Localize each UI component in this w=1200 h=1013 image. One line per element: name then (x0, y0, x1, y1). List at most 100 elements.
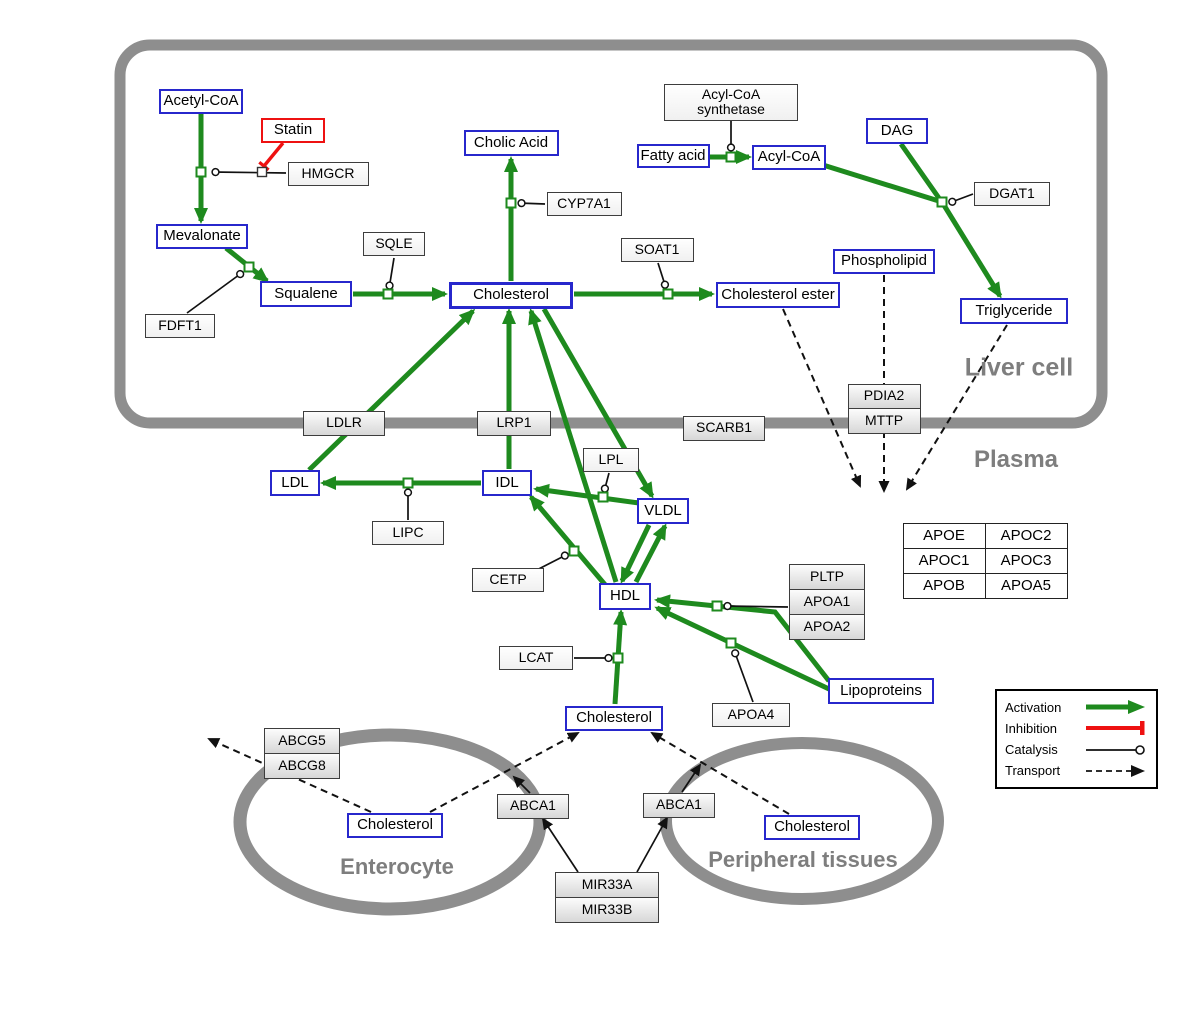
reaction-node (725, 151, 737, 163)
node-cholesterol-enterocyte[interactable]: Cholesterol (347, 812, 443, 838)
node-acyl-coa-2[interactable]: Acyl-CoA (752, 144, 826, 170)
edge-cholesterol-ester-secretion (782, 308, 862, 488)
edge-apoa4-catalysis (731, 649, 754, 703)
edge-acyl-coa-to-dgat-junction (822, 162, 943, 205)
node-ldlr[interactable]: LDLR (303, 410, 385, 436)
node-phospholipid[interactable]: Phospholipid (833, 248, 935, 274)
node-idl[interactable]: IDL (482, 470, 532, 496)
edge-lipoproteins-to-hdl-upper (654, 594, 831, 683)
node-mir33a[interactable]: MIR33A (555, 872, 659, 898)
edge-dgat1-catalysis (948, 193, 974, 206)
node-apob[interactable]: APOB (902, 573, 986, 599)
legend-row-inhibition: Inhibition (1005, 719, 1148, 737)
node-apoc2[interactable]: APOC2 (984, 523, 1068, 549)
node-cholic-acid[interactable]: Cholic Acid (463, 130, 559, 156)
reaction-node (382, 288, 394, 300)
node-lcat[interactable]: LCAT (499, 646, 573, 670)
liver-cell-label: Liver cell (964, 353, 1074, 382)
node-abcg8[interactable]: ABCG8 (264, 753, 340, 779)
node-ldl[interactable]: LDL (270, 470, 320, 496)
reaction-node (195, 166, 207, 178)
node-cholesterol-plasma[interactable]: Cholesterol (565, 705, 663, 731)
node-abcg5[interactable]: ABCG5 (264, 728, 340, 754)
node-hmgcr[interactable]: HMGCR (287, 162, 369, 186)
node-mir33b[interactable]: MIR33B (555, 897, 659, 923)
edge-hmgcr-catalysis (211, 167, 287, 177)
transport-dashed-arrow-icon (1086, 764, 1145, 777)
reaction-node (662, 288, 674, 300)
reaction-node (243, 261, 255, 273)
node-dag[interactable]: DAG (866, 118, 928, 144)
edge-triglyceride-secretion (905, 324, 1008, 491)
legend-label-transport: Transport (1005, 763, 1061, 779)
node-lipoproteins[interactable]: Lipoproteins (828, 678, 934, 704)
node-vldl[interactable]: VLDL (637, 498, 689, 524)
node-acetyl-coa[interactable]: Acetyl-CoA (159, 88, 243, 114)
reaction-node (612, 652, 624, 664)
edge-vldl-to-hdl (619, 523, 652, 584)
reaction-node (725, 637, 737, 649)
node-lipc[interactable]: LIPC (372, 521, 444, 545)
node-cyp7a1[interactable]: CYP7A1 (546, 192, 622, 216)
inhibition-tbar-icon (1086, 721, 1145, 736)
edge-soat1-catalysis (657, 262, 670, 289)
node-apoa2[interactable]: APOA2 (789, 614, 865, 640)
node-soat1[interactable]: SOAT1 (620, 238, 694, 262)
node-apoc1[interactable]: APOC1 (902, 548, 986, 574)
reaction-node (402, 477, 414, 489)
edge-enterocyte-cholesterol-to-plasma (429, 732, 580, 813)
edge-vldl-to-idl (533, 483, 640, 506)
enterocyte-label: Enterocyte (340, 854, 454, 879)
legend-row-activation: Activation (1005, 698, 1148, 716)
node-dgat1[interactable]: DGAT1 (974, 182, 1050, 206)
edge-dgat-junction-to-triglyceride (939, 200, 1003, 299)
node-mttp[interactable]: MTTP (847, 408, 921, 434)
node-acyl-coa-synthetase[interactable]: Acyl-CoA synthetase (664, 83, 798, 121)
node-pltp[interactable]: PLTP (789, 564, 865, 590)
activation-arrow-icon (1086, 700, 1145, 714)
node-abca1-right[interactable]: ABCA1 (643, 792, 715, 818)
node-statin[interactable]: Statin (261, 117, 325, 143)
node-squalene[interactable]: Squalene (260, 281, 352, 307)
node-fdft1[interactable]: FDFT1 (145, 314, 215, 338)
node-apoa5[interactable]: APOA5 (984, 573, 1068, 599)
edge-mir33-to-abca1-left (541, 817, 579, 873)
node-abca1-left[interactable]: ABCA1 (497, 793, 569, 819)
reaction-node (936, 196, 948, 208)
node-apoa4[interactable]: APOA4 (712, 703, 790, 727)
legend-row-transport: Transport (1005, 762, 1148, 780)
edge-lipoproteins-to-hdl-lower (654, 605, 831, 692)
legend-label-catalysis: Catalysis (1005, 742, 1058, 758)
node-cholesterol-peripheral[interactable]: Cholesterol (764, 814, 860, 840)
edge-abca1-left-arrow (512, 775, 531, 794)
node-cetp[interactable]: CETP (472, 568, 544, 592)
edge-hdl-to-idl-cetp (529, 494, 609, 589)
node-fatty-acid[interactable]: Fatty acid (636, 144, 710, 168)
legend-row-catalysis: Catalysis (1005, 741, 1148, 759)
node-hdl[interactable]: HDL (599, 582, 651, 610)
node-cholesterol-ester[interactable]: Cholesterol ester (716, 282, 840, 308)
edge-peripheral-cholesterol-to-plasma (650, 731, 790, 815)
legend-label-inhibition: Inhibition (1005, 720, 1058, 736)
catalysis-circle-icon (1086, 744, 1145, 755)
node-triglyceride[interactable]: Triglyceride (960, 298, 1068, 324)
junction-square (256, 166, 268, 178)
peripheral-tissues-label: Peripheral tissues (708, 847, 898, 872)
edge-cyp7a1-catalysis (517, 198, 546, 208)
edge-pltp-apoa-catalysis (723, 601, 789, 611)
node-lrp1[interactable]: LRP1 (477, 410, 551, 436)
node-scarb1[interactable]: SCARB1 (683, 415, 765, 441)
reaction-node (505, 197, 517, 209)
reaction-node (568, 545, 580, 557)
node-mevalonate[interactable]: Mevalonate (156, 223, 248, 249)
plasma-label: Plasma (973, 446, 1059, 473)
edge-fdft1-catalysis (186, 269, 245, 314)
edge-ldl-to-liver-cholesterol (307, 308, 476, 472)
node-sqle[interactable]: SQLE (363, 232, 425, 256)
node-lpl[interactable]: LPL (583, 448, 639, 472)
node-cholesterol-liver[interactable]: Cholesterol (449, 281, 573, 309)
